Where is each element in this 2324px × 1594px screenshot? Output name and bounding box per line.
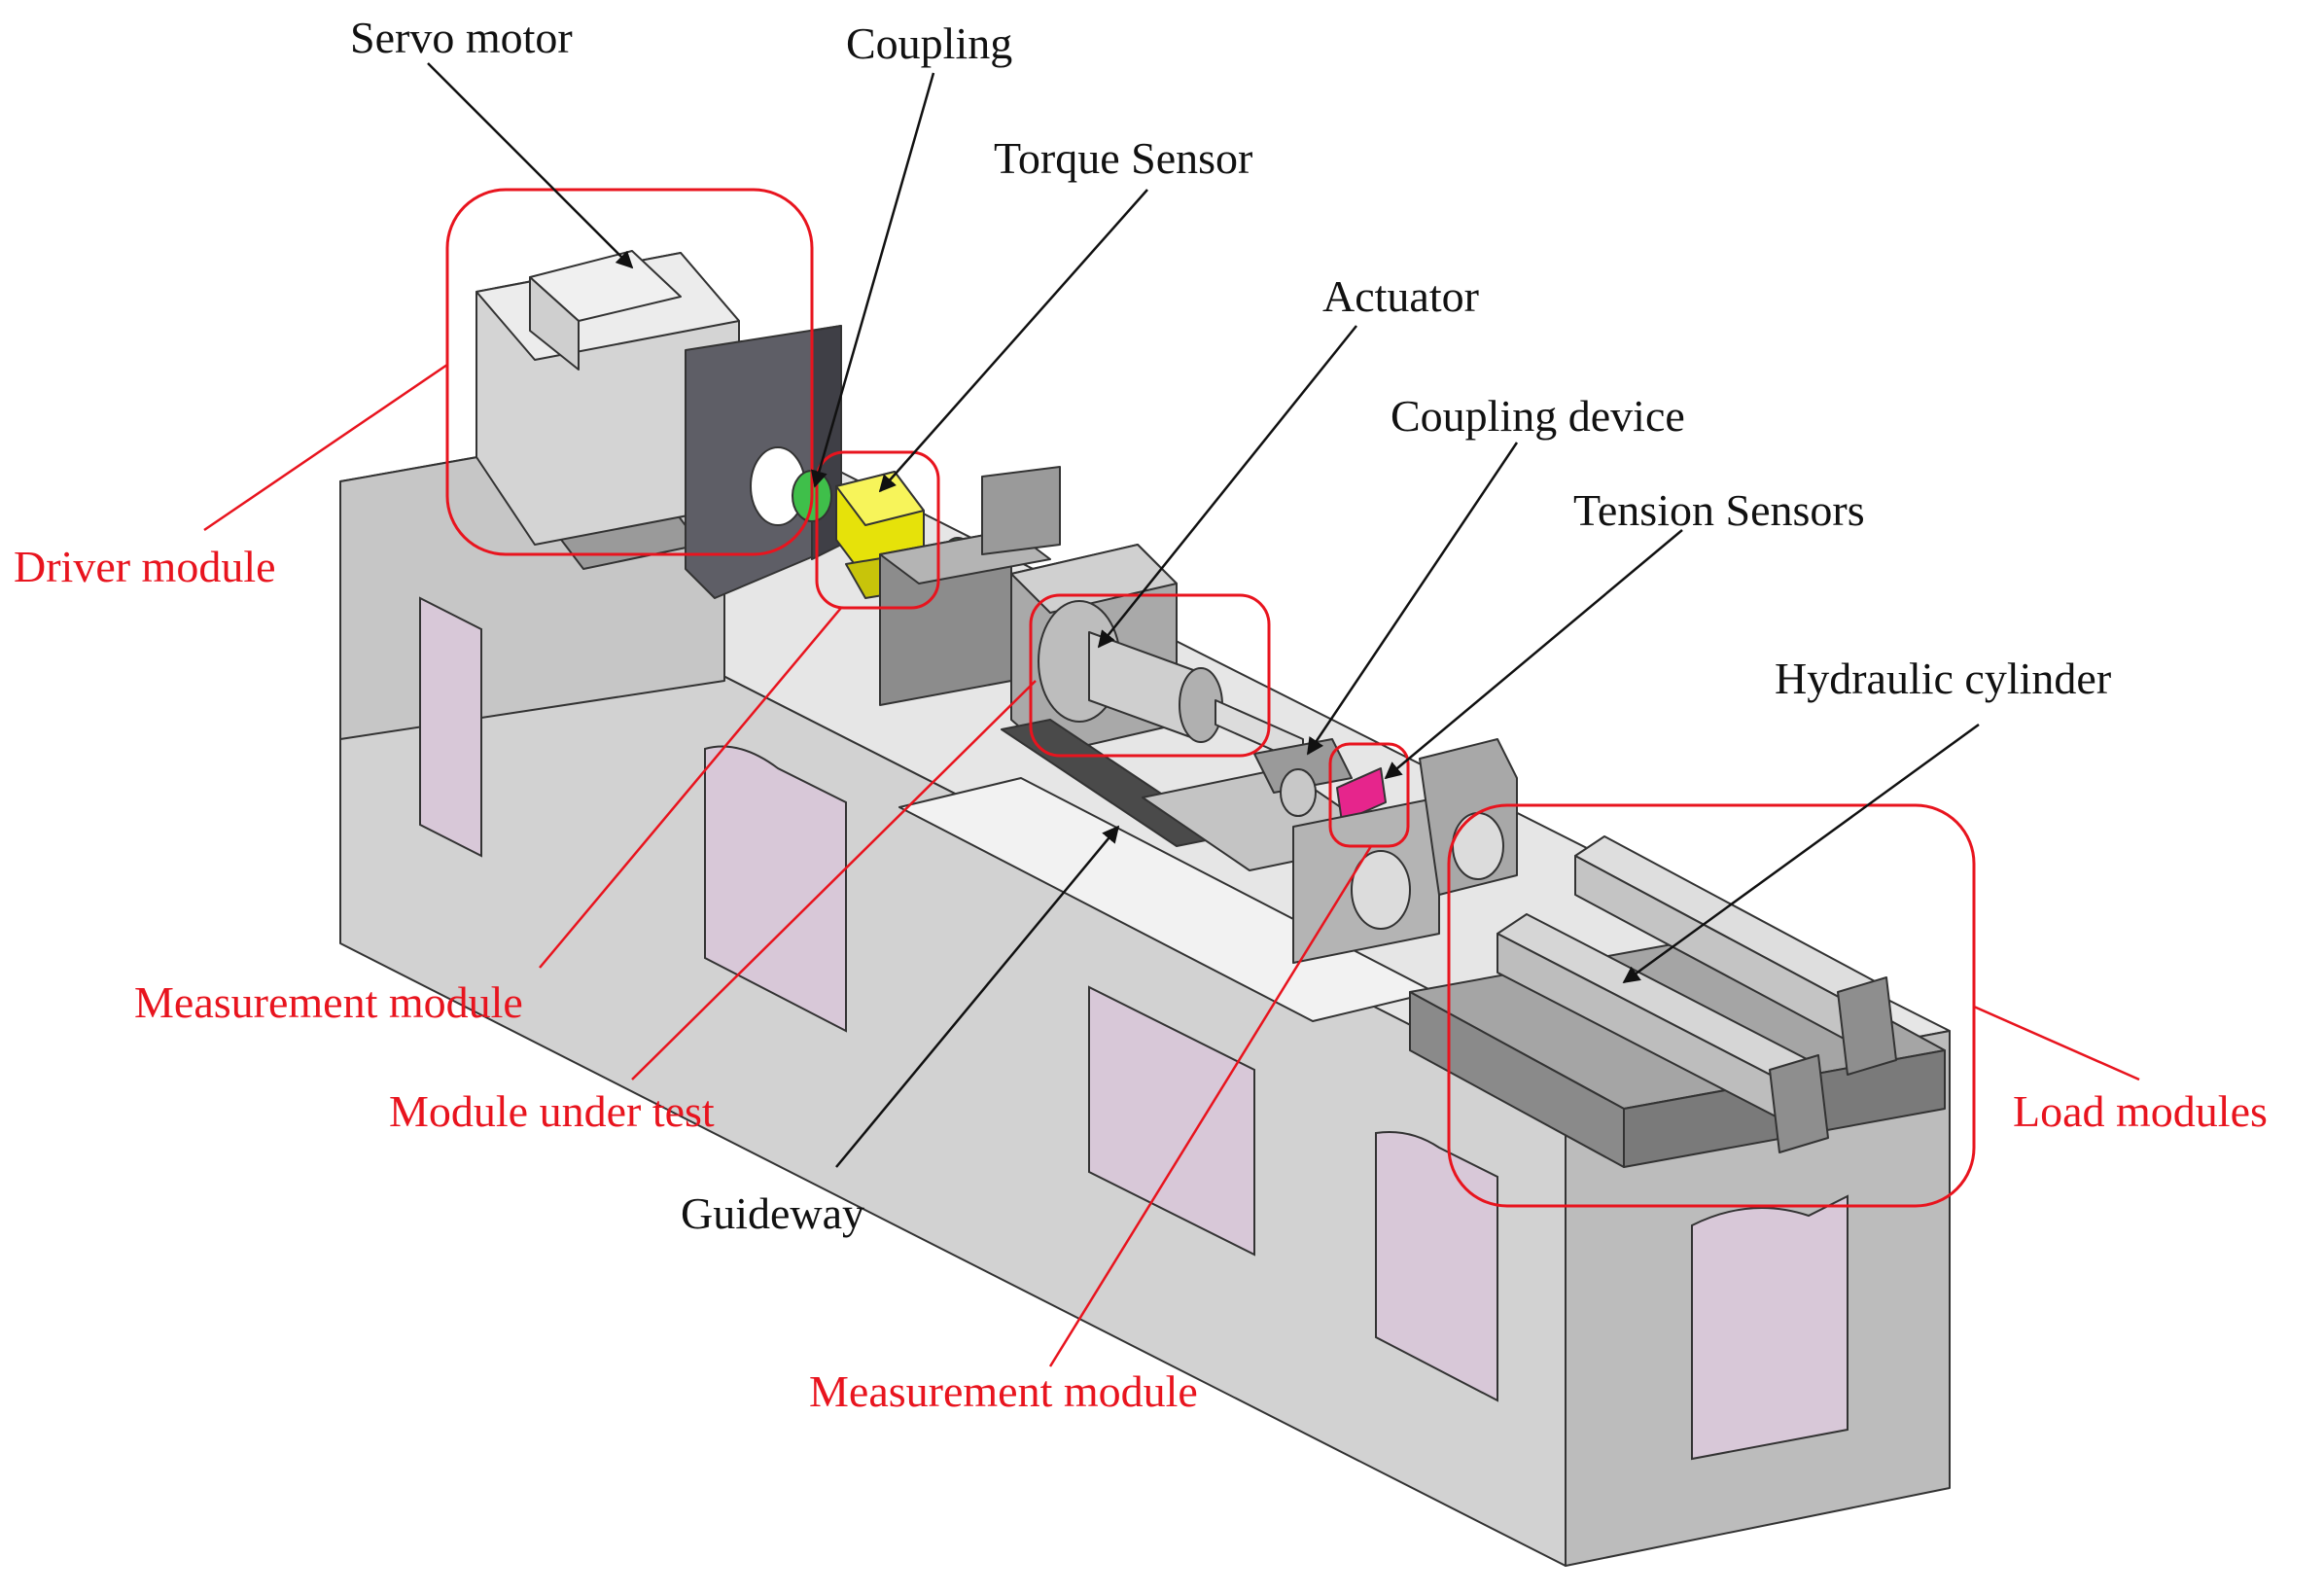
load-module (1409, 835, 1946, 1168)
module-highlight-boxes (445, 188, 1976, 1208)
measurement-module-box-1 (815, 450, 940, 610)
label-torque-sensor: Torque Sensor (994, 133, 1253, 183)
bed-window-1 (419, 596, 482, 858)
driver-module-leader (203, 363, 448, 532)
module-leader-lines (203, 363, 2140, 1367)
module-under-test-box (1029, 593, 1271, 758)
bed-window-2 (704, 745, 847, 1033)
label-coupling: Coupling (846, 18, 1013, 68)
label-servo-motor: Servo motor (350, 13, 573, 62)
label-hydraulic-cylinder: Hydraulic cylinder (1775, 654, 2112, 703)
label-coupling-device: Coupling device (1391, 391, 1685, 441)
label-driver-module: Driver module (14, 542, 276, 591)
actuator-arrow (1097, 325, 1357, 649)
bed-inner-frame (1691, 1194, 1849, 1461)
label-measurement-module-1: Measurement module (134, 977, 523, 1027)
servo-motor-arrow (427, 62, 634, 269)
measurement-bracket (879, 466, 1061, 706)
module-under-test-leader (631, 680, 1037, 1080)
driver-module-box (445, 188, 814, 556)
tension-sensor-part (1336, 767, 1387, 823)
guideway-arrow (835, 825, 1120, 1168)
load-modules-leader (1973, 1005, 2140, 1081)
bed-window-3 (1088, 985, 1255, 1257)
bed-windows (419, 596, 1498, 1402)
coupling-arrow (810, 72, 935, 488)
torque-sensor-arrow (878, 189, 1148, 493)
measurement-module-2-leader (1048, 845, 1373, 1367)
measurement-module-box-2 (1328, 742, 1410, 848)
label-actuator: Actuator (1322, 271, 1479, 321)
label-load-modules: Load modules (2013, 1086, 2268, 1136)
load-modules-box (1447, 803, 1976, 1208)
hydraulic-cylinder-arrow (1622, 723, 1980, 984)
actuator-assembly (1010, 544, 1304, 764)
tension-sensors-arrow (1384, 529, 1683, 780)
label-tension-sensors: Tension Sensors (1573, 485, 1865, 535)
label-module-under-test: Module under test (389, 1086, 715, 1136)
measurement-module-1-leader (539, 607, 842, 969)
bed-window-4 (1375, 1131, 1498, 1402)
coupling-device-arrow (1306, 442, 1519, 756)
component-arrows (427, 62, 1980, 1168)
label-guideway: Guideway (681, 1188, 865, 1238)
label-measurement-module-2: Measurement module (809, 1366, 1198, 1416)
